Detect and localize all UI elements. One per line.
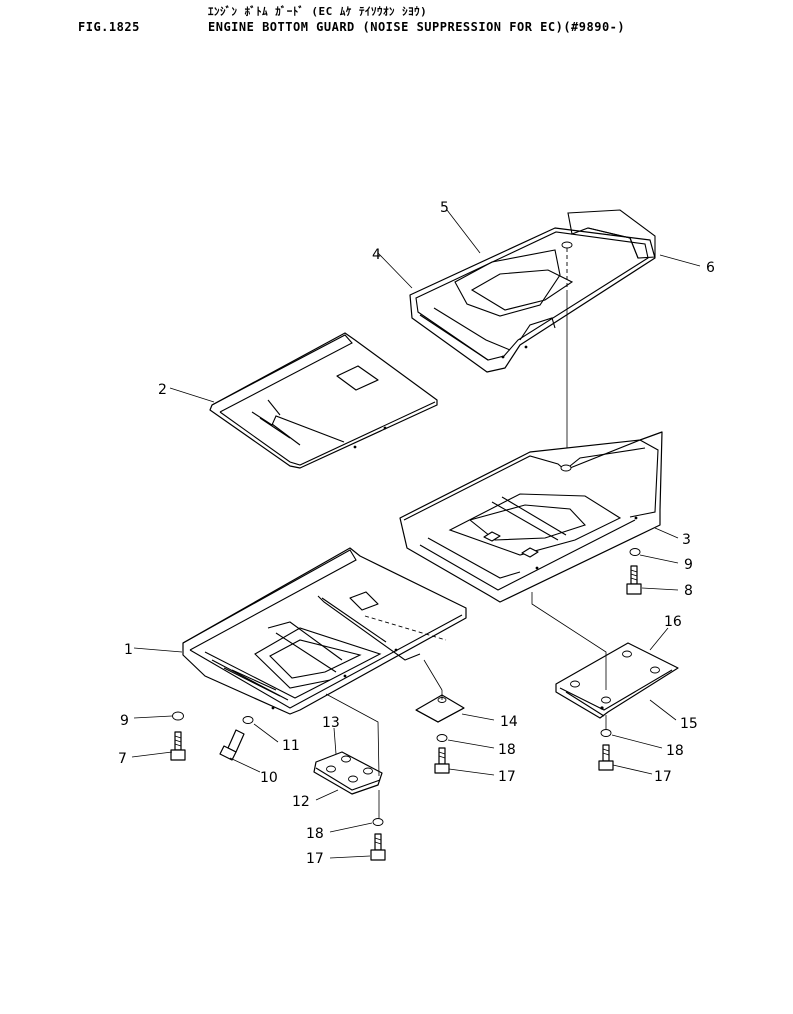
bolt xyxy=(626,565,642,595)
alignment-line xyxy=(531,592,607,690)
callout-9: 9 xyxy=(120,713,129,729)
washer xyxy=(436,734,448,742)
title-japanese: ｴﾝｼﾞﾝ ﾎﾞﾄﾑ ｶﾞｰﾄﾞ (EC ﾑｹ ﾃｲｿｳｵﾝ ｼﾖｳ) xyxy=(208,5,428,18)
callout-17: 17 xyxy=(654,769,672,785)
callout-1: 1 xyxy=(124,642,133,658)
part-side-guard xyxy=(209,332,438,469)
part-cover-plate-12 xyxy=(313,751,383,795)
callout-7: 7 xyxy=(118,751,127,767)
bolt xyxy=(219,729,245,761)
callout-6: 6 xyxy=(706,260,715,276)
callout-8: 8 xyxy=(684,583,693,599)
callout-9: 9 xyxy=(684,557,693,573)
part-front-guard xyxy=(182,547,467,715)
callout-18: 18 xyxy=(306,826,324,842)
washer xyxy=(372,818,384,826)
bolt xyxy=(170,731,186,761)
washer xyxy=(242,716,254,724)
callout-12: 12 xyxy=(292,794,310,810)
callout-17: 17 xyxy=(306,851,324,867)
callout-16: 16 xyxy=(664,614,682,630)
callout-18: 18 xyxy=(666,743,684,759)
bolt xyxy=(370,833,386,861)
callout-13: 13 xyxy=(322,715,340,731)
washer xyxy=(629,548,641,556)
alignment-line xyxy=(325,693,380,777)
callout-15: 15 xyxy=(680,716,698,732)
callout-5: 5 xyxy=(440,200,449,216)
bolt xyxy=(598,744,614,771)
washer xyxy=(600,729,612,737)
callout-11: 11 xyxy=(282,738,300,754)
title-english: ENGINE BOTTOM GUARD (NOISE SUPPRESSION F… xyxy=(208,20,626,34)
callout-3: 3 xyxy=(682,532,691,548)
callout-14: 14 xyxy=(500,714,518,730)
figure-number: FIG.1825 xyxy=(78,20,140,34)
part-cover-plate-14 xyxy=(415,694,465,723)
leader-lines xyxy=(131,209,701,859)
callout-4: 4 xyxy=(372,247,381,263)
part-top-cover xyxy=(409,209,656,373)
callout-17: 17 xyxy=(498,769,516,785)
part-rear-guard xyxy=(399,431,663,603)
callout-2: 2 xyxy=(158,382,167,398)
bolt xyxy=(434,747,450,774)
callout-10: 10 xyxy=(260,770,278,786)
washer xyxy=(172,711,184,721)
callout-18: 18 xyxy=(498,742,516,758)
alignment-line xyxy=(423,659,443,691)
part-cover-plate-15 xyxy=(555,642,679,719)
